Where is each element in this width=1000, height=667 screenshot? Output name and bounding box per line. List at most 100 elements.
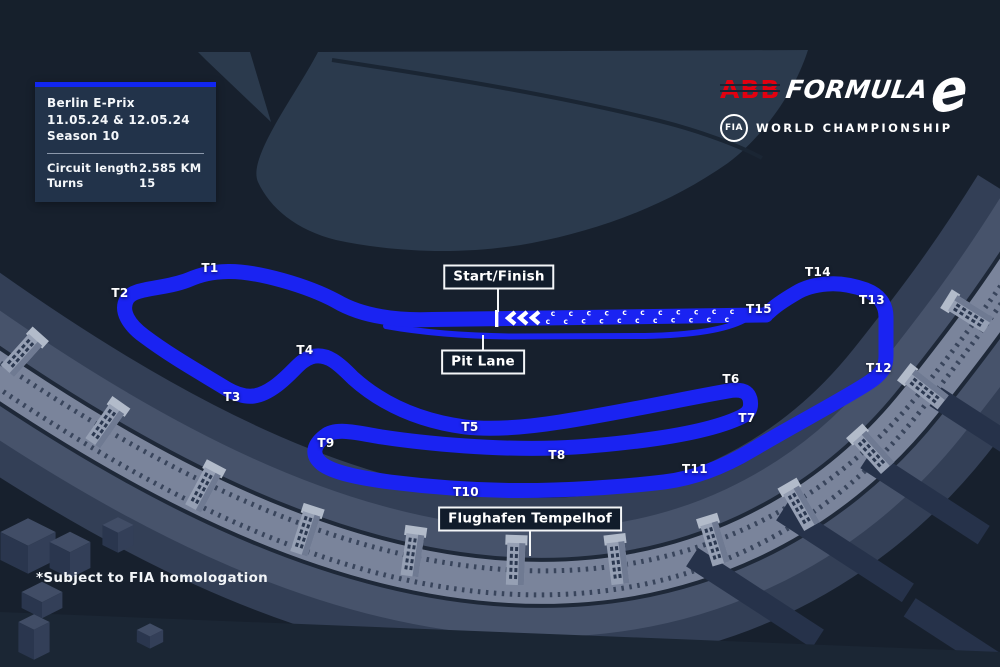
event-title: Berlin E-Prix [47,96,135,110]
flughafen-tempelhof-callout: Flughafen Tempelhof [438,506,622,532]
turn-label-t6: T6 [722,372,740,386]
tower [896,363,949,410]
tick-glyph: c [587,309,591,318]
stat-label: Circuit length [47,160,139,175]
turn-label-t1: T1 [201,261,219,275]
fia-logo-icon: FIA [720,114,748,142]
abb-slit [720,84,781,87]
start-finish-leader-line [497,289,499,312]
turn-label-t13: T13 [858,293,886,307]
pier [860,449,990,545]
tower [400,524,428,578]
sky-strip [0,0,1000,50]
start-finish-callout: Start/Finish [443,264,555,290]
chevron-icon [504,310,517,326]
tick-glyph: c [640,308,644,317]
iso-block [136,623,164,649]
event-dates: 11.05.24 & 12.05.24 [47,112,190,127]
tower [696,512,730,567]
tick-glyph: c [725,315,729,324]
panel-divider [47,152,204,154]
tower [846,423,895,474]
chevron-icon [528,310,541,326]
stat-label: Turns [47,176,84,190]
turn-label-t2: T2 [111,286,129,300]
terminal-towers [0,289,994,586]
homologation-footnote: *Subject to FIA homologation [36,570,269,586]
foreground-strip [0,612,1000,667]
tick-glyph: c [622,308,626,317]
pit-lane-path [383,317,747,340]
tick-glyph: c [599,316,603,325]
circuit-track-path [117,263,894,499]
tick-glyph: c [658,308,662,317]
turn-label-t10: T10 [452,485,480,499]
tower [290,502,325,557]
tower [85,396,131,449]
turn-label-t3: T3 [223,390,241,404]
tower [777,477,820,531]
tick-glyph: c [563,317,567,326]
turn-label-t7: T7 [738,411,756,425]
turn-label-t8: T8 [548,448,566,462]
iso-block [18,614,50,660]
flughafen-tempelhof-leader-line [529,531,531,556]
abb-logo: ABB [720,76,781,104]
world-championship-label: WORLD CHAMPIONSHIP [756,121,953,135]
tick-glyph: c [712,307,716,316]
turn-label-t14: T14 [804,265,832,279]
stat-row: Turns 15 [47,176,204,192]
start-finish-line [495,310,499,327]
tick-glyph: c [689,315,693,324]
formula-wordmark: FORMULA [784,75,931,104]
pit-lane-leader-line [482,335,484,351]
turn-label-t15: T15 [745,302,773,316]
turn-label-t11: T11 [681,462,709,476]
chevron-icon [516,310,529,326]
pit-lane-callout: Pit Lane [441,349,525,375]
tower [0,326,49,377]
tick-glyph: c [676,308,680,317]
tick-glyph: c [546,317,550,326]
panel-accent-bar [35,82,216,87]
tick-glyph: c [551,309,555,318]
tick-glyph: c [604,308,608,317]
tower [940,289,994,333]
turn-label-t4: T4 [296,343,314,357]
apron-shape [198,50,808,252]
turn-label-t12: T12 [865,361,893,375]
event-info-panel: Berlin E-Prix 11.05.24 & 12.05.24 Season… [35,82,216,202]
stat-value: 2.585 KM [139,160,202,175]
stat-value: 15 [139,176,156,190]
event-season: Season 10 [47,129,120,143]
direction-chevrons-icon [504,310,541,326]
turn-label-t5: T5 [461,420,479,434]
pier [686,547,824,649]
tower [603,533,630,586]
turn-label-t9: T9 [317,436,335,450]
tick-glyph: c [730,307,734,316]
iso-block [0,518,56,574]
tick-glyph: c [569,309,573,318]
abb-slit [720,90,781,93]
tick-glyph: c [694,307,698,316]
tick-glyph: c [617,316,621,325]
city-blocks [0,517,164,660]
tick-glyph: c [635,316,639,325]
tick-glyph: c [653,316,657,325]
tick-glyph: c [581,317,585,326]
pier [929,387,1000,477]
tick-glyph: c [707,315,711,324]
tower [505,534,528,586]
terminal-arc [0,174,1000,667]
iso-block [102,517,134,553]
iso-block [49,531,91,579]
formula-e-logo: ABB FORMULA e FIA WORLD CHAMPIONSHIP [720,55,970,142]
tick-glyph: c [671,316,675,325]
tower [185,459,227,513]
